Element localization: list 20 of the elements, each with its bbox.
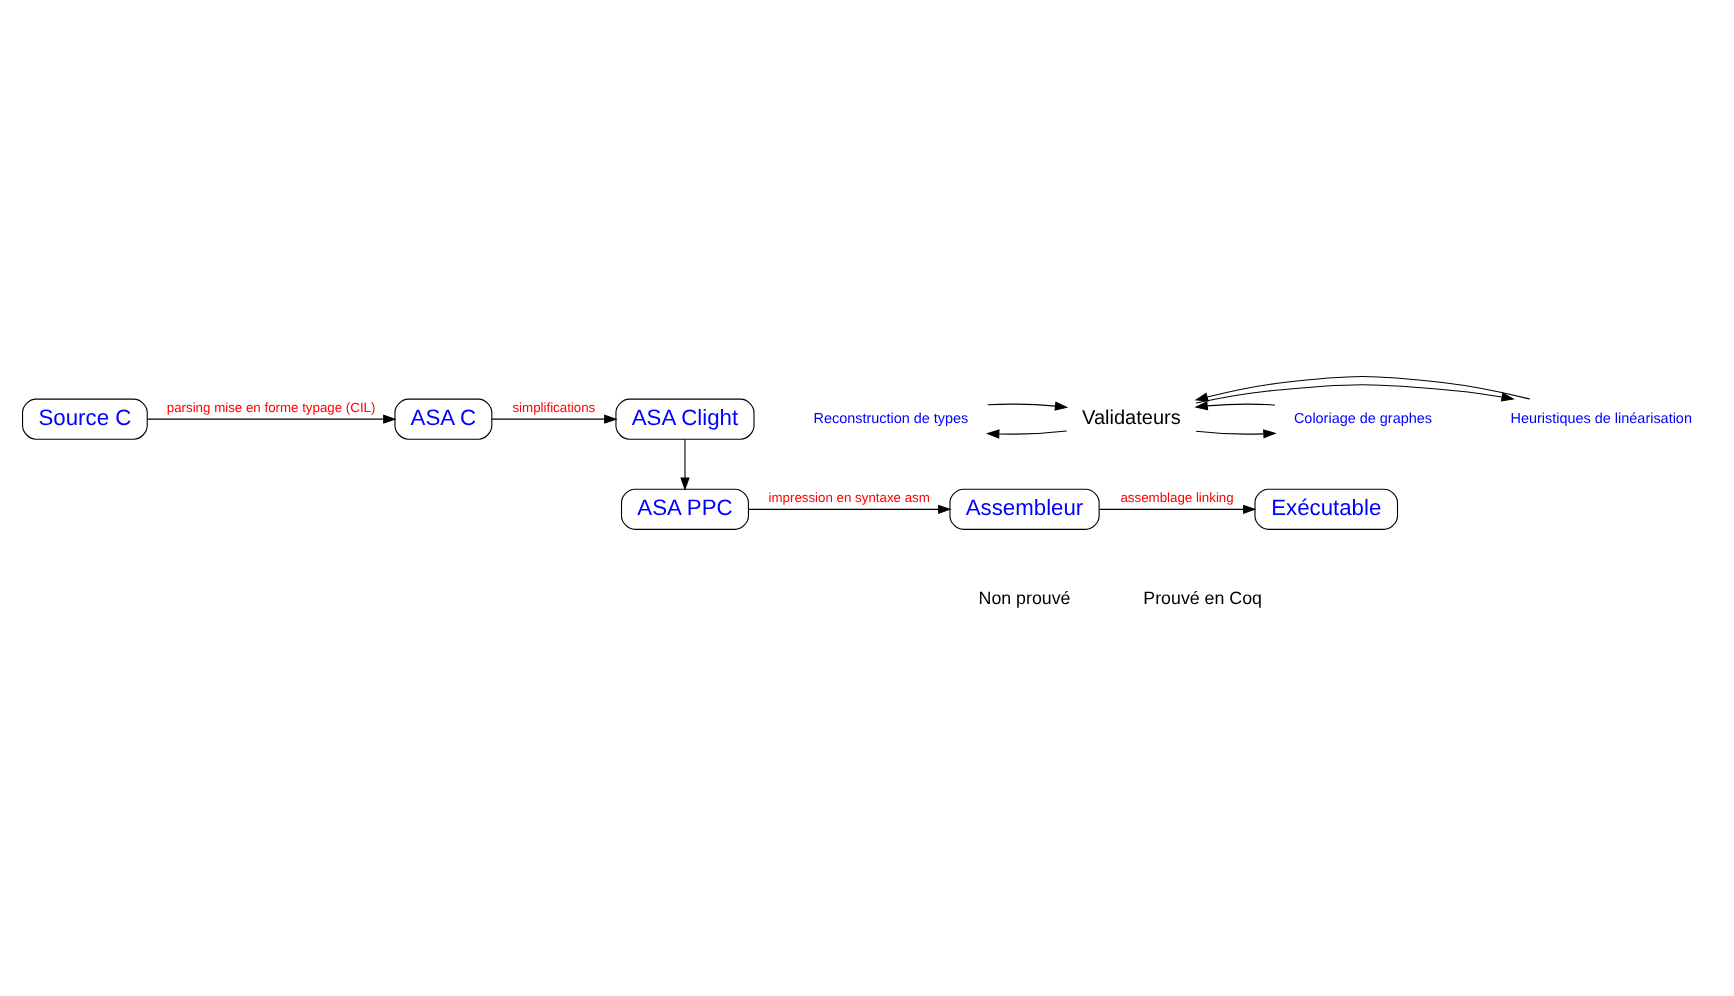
node-text: Validateurs <box>1082 408 1181 431</box>
arrow <box>491 414 618 424</box>
arrow <box>987 401 1069 411</box>
node-box: ASA C <box>394 398 493 440</box>
label: Non prouvé <box>978 587 1071 608</box>
label: Prouvé en Coq <box>1143 587 1262 608</box>
arrow <box>1194 375 1531 402</box>
arrow <box>1195 429 1277 439</box>
node-box: Assembleur <box>949 488 1100 530</box>
node-box: ASA Clight <box>615 398 755 440</box>
arrow <box>747 504 952 514</box>
arrow <box>680 438 690 491</box>
node-box: Exécutable <box>1254 488 1399 530</box>
arrow <box>1194 401 1276 411</box>
arrow <box>1098 504 1257 514</box>
arrow <box>1195 384 1515 404</box>
arrow <box>146 414 397 424</box>
node-box: Source C <box>22 398 148 440</box>
node-box: ASA PPC <box>620 488 749 530</box>
arrow <box>986 429 1068 439</box>
